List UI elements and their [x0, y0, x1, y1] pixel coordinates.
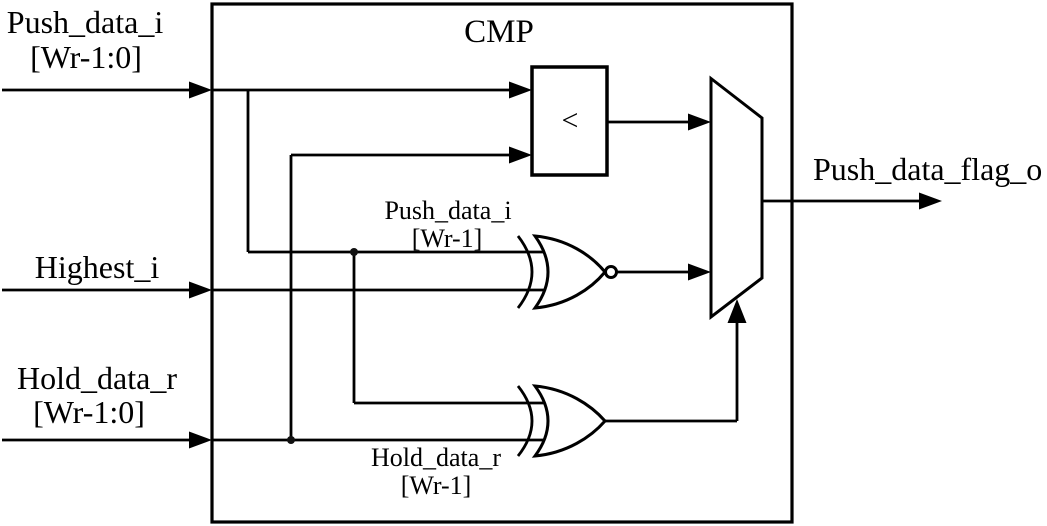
- comparator: <: [530, 65, 609, 177]
- xnor-bit-label: [Wr-1]: [412, 224, 483, 253]
- wires: [2, 88, 921, 442]
- xnor-body: [531, 234, 607, 310]
- input-bus-hold-data-r: [Wr-1:0]: [33, 394, 145, 430]
- input-label-push-data-i: Push_data_i: [7, 4, 164, 40]
- module-title: CMP: [464, 14, 534, 50]
- xnor-input-arc: [516, 235, 534, 309]
- input-bus-push-data-i: [Wr-1:0]: [30, 39, 142, 75]
- comparator-symbol: <: [562, 104, 579, 137]
- arrowhead-comparator-in-a: [509, 81, 532, 99]
- arrowhead-hold-data-r: [189, 431, 212, 449]
- arrowhead-push-data-flag-o: [919, 192, 942, 210]
- arrowhead-mux-select: [727, 299, 747, 323]
- xor-input-arc: [516, 385, 534, 457]
- xnor-gate: [516, 234, 618, 310]
- arrowhead-mux-in-0: [688, 113, 711, 131]
- arrowhead-comparator-in-b: [509, 146, 532, 164]
- output-label-push-data-flag-o: Push_data_flag_o: [813, 151, 1042, 187]
- input-label-highest-i: Highest_i: [35, 249, 160, 285]
- xor-signal-label: Hold_data_r: [371, 443, 501, 472]
- xnor-signal-label: Push_data_i: [384, 196, 511, 225]
- xor-bit-label: [Wr-1]: [401, 471, 472, 500]
- comparator-box: [530, 65, 609, 177]
- junction-dot-hold-bit: [287, 436, 295, 444]
- arrowheads: [189, 81, 942, 449]
- arrowhead-highest-i: [189, 281, 212, 299]
- arrowhead-push-data-i: [189, 81, 212, 99]
- mux-shape: [709, 75, 764, 321]
- xnor-bubble-icon: [604, 265, 618, 279]
- junction-dot-push-bit: [350, 248, 358, 256]
- arrowhead-mux-in-1: [688, 263, 711, 281]
- cmp-module-box: [210, 2, 794, 524]
- xor-gate: [516, 384, 607, 458]
- input-label-hold-data-r: Hold_data_r: [17, 360, 177, 396]
- xor-body: [531, 384, 607, 458]
